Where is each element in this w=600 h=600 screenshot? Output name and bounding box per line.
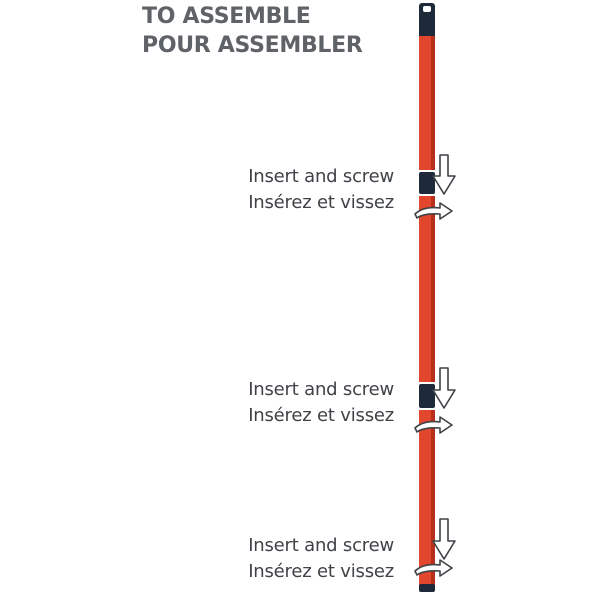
step-1-french: Insérez et vissez	[248, 192, 394, 213]
pole-end-cap	[419, 584, 435, 592]
step-2-french: Insérez et vissez	[248, 405, 394, 426]
rotate-arrow-icon	[414, 416, 453, 434]
down-arrow-icon	[432, 367, 456, 409]
pole-segment-3	[419, 410, 435, 586]
step-1-label: Insert and screw Insérez et vissez	[224, 164, 394, 216]
title-french: POUR ASSEMBLER	[142, 33, 363, 58]
step-3-english: Insert and screw	[248, 535, 394, 556]
step-3-french: Insérez et vissez	[248, 561, 394, 582]
page-title: TO ASSEMBLE POUR ASSEMBLER	[142, 2, 363, 60]
step-2-label: Insert and screw Insérez et vissez	[224, 377, 394, 429]
down-arrow-icon	[432, 154, 456, 195]
rotate-arrow-icon	[414, 202, 453, 220]
hanging-loop-icon	[419, 3, 435, 36]
step-2-english: Insert and screw	[248, 379, 394, 400]
rotate-arrow-icon	[414, 559, 453, 577]
down-arrow-icon	[432, 518, 456, 560]
pole-segment-1	[419, 36, 435, 170]
pole-connector-1	[419, 172, 435, 194]
title-english: TO ASSEMBLE	[142, 4, 311, 29]
pole-segment-2	[419, 196, 435, 382]
step-1-english: Insert and screw	[248, 166, 394, 187]
pole-connector-2	[419, 384, 435, 408]
step-3-label: Insert and screw Insérez et vissez	[224, 533, 394, 585]
